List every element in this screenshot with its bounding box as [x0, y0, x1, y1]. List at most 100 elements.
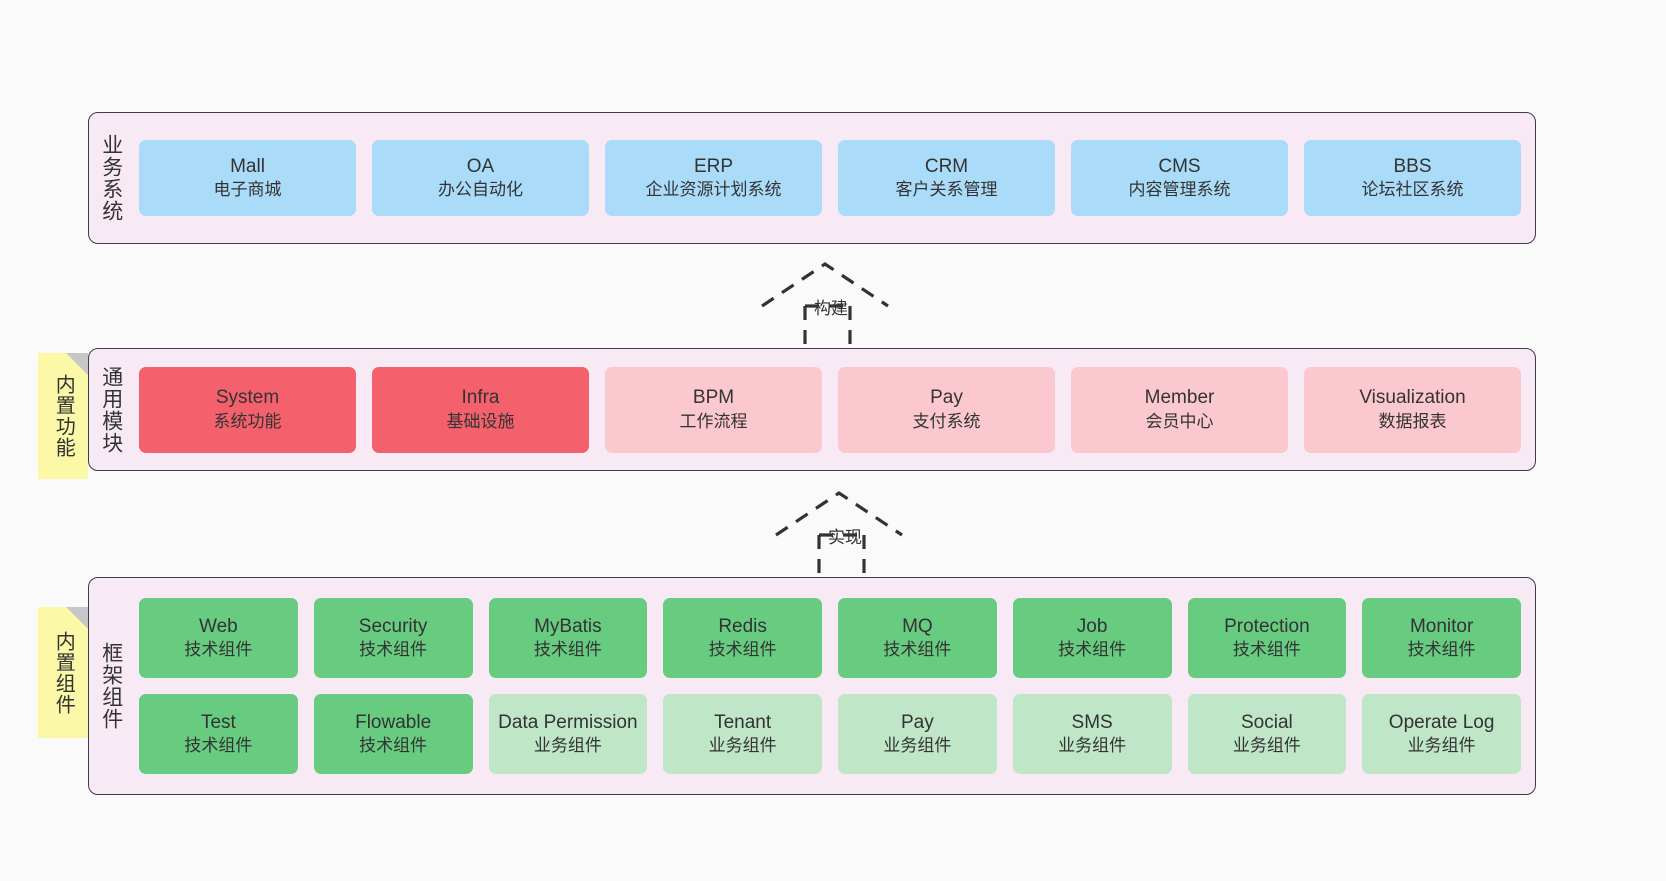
- node-monitor[interactable]: Monitor 技术组件: [1362, 598, 1521, 678]
- node-social[interactable]: Social 业务组件: [1187, 694, 1347, 774]
- node-title: Infra: [461, 387, 500, 409]
- node-subtitle: 电子商城: [213, 180, 282, 200]
- node-title: Visualization: [1359, 387, 1466, 409]
- node-title: Social: [1241, 711, 1293, 733]
- node-subtitle: 客户关系管理: [895, 180, 998, 200]
- connector-implement-arrow: [775, 491, 903, 577]
- node-row: Web 技术组件 Security 技术组件 MyBatis 技术组件 Redi…: [139, 598, 1521, 678]
- node-sms[interactable]: SMS 业务组件: [1012, 694, 1172, 774]
- node-flowable[interactable]: Flowable 技术组件: [313, 694, 473, 774]
- node-subtitle: 技术组件: [184, 736, 253, 756]
- node-job[interactable]: Job 技术组件: [1012, 598, 1172, 678]
- layer-title-framework-component: 框架组件: [99, 642, 123, 730]
- node-title: Pay: [901, 711, 934, 733]
- node-protection[interactable]: Protection 技术组件: [1187, 598, 1347, 678]
- node-oa[interactable]: OA 办公自动化: [372, 140, 589, 216]
- node-system[interactable]: System 系统功能: [139, 366, 356, 453]
- node-cms[interactable]: CMS 内容管理系统: [1071, 140, 1288, 216]
- node-row: Test 技术组件 Flowable 技术组件 Data Permission …: [139, 694, 1521, 774]
- node-pay-component[interactable]: Pay 业务组件: [838, 694, 997, 774]
- node-bpm[interactable]: BPM 工作流程: [605, 366, 822, 453]
- node-subtitle: 业务组件: [1058, 736, 1127, 756]
- node-subtitle: 业务组件: [533, 736, 602, 756]
- note-builtin-component: 内置组件: [38, 607, 88, 738]
- node-subtitle: 业务组件: [883, 736, 952, 756]
- node-subtitle: 技术组件: [1058, 640, 1127, 660]
- node-subtitle: 业务组件: [708, 736, 777, 756]
- note-label: 内置功能: [52, 374, 75, 458]
- layer-business-system: 业务系统 Mall 电子商城 OA 办公自动化 ERP 企业资源计划系统 CRM…: [88, 112, 1536, 244]
- note-label: 内置组件: [52, 630, 75, 715]
- node-visualization[interactable]: Visualization 数据报表: [1304, 366, 1521, 453]
- node-title: Web: [199, 615, 238, 637]
- node-title: MQ: [902, 615, 933, 637]
- connector-build-label: 构建: [814, 299, 848, 318]
- node-tenant[interactable]: Tenant 业务组件: [663, 694, 822, 774]
- node-infra[interactable]: Infra 基础设施: [372, 366, 589, 453]
- node-security[interactable]: Security 技术组件: [313, 598, 473, 678]
- node-subtitle: 企业资源计划系统: [645, 180, 782, 200]
- node-crm[interactable]: CRM 客户关系管理: [838, 140, 1055, 216]
- node-title: Pay: [930, 387, 963, 409]
- node-title: Tenant: [714, 711, 772, 733]
- node-member[interactable]: Member 会员中心: [1071, 366, 1288, 453]
- node-mybatis[interactable]: MyBatis 技术组件: [488, 598, 648, 678]
- node-subtitle: 支付系统: [912, 411, 981, 431]
- node-title: Protection: [1224, 615, 1310, 637]
- node-subtitle: 技术组件: [708, 640, 777, 660]
- note-fold-corner-icon: [66, 607, 88, 629]
- node-test[interactable]: Test 技术组件: [139, 694, 298, 774]
- node-title: System: [215, 387, 280, 409]
- node-web[interactable]: Web 技术组件: [139, 598, 298, 678]
- layer-common-module: 通用模块 System 系统功能 Infra 基础设施 BPM 工作流程 Pay…: [88, 348, 1536, 471]
- node-title: Test: [200, 711, 236, 733]
- node-bbs[interactable]: BBS 论坛社区系统: [1304, 140, 1521, 216]
- node-erp[interactable]: ERP 企业资源计划系统: [605, 140, 822, 216]
- node-title: OA: [466, 155, 495, 177]
- layer-title-business-system: 业务系统: [99, 134, 123, 222]
- node-title: Mall: [230, 155, 265, 177]
- node-subtitle: 系统功能: [213, 411, 282, 431]
- node-title: MyBatis: [534, 615, 602, 637]
- node-subtitle: 会员中心: [1145, 411, 1214, 431]
- node-title: BBS: [1393, 155, 1432, 177]
- layer-framework-component: 框架组件 Web 技术组件 Security 技术组件 MyBatis 技术组件…: [88, 577, 1536, 795]
- node-redis[interactable]: Redis 技术组件: [663, 598, 822, 678]
- node-subtitle: 基础设施: [446, 411, 515, 431]
- node-pay-module[interactable]: Pay 支付系统: [838, 366, 1055, 453]
- node-title: Operate Log: [1388, 711, 1495, 733]
- node-subtitle: 业务组件: [1407, 736, 1476, 756]
- layer-body-business-system: Mall 电子商城 OA 办公自动化 ERP 企业资源计划系统 CRM 客户关系…: [133, 113, 1535, 243]
- node-subtitle: 技术组件: [359, 640, 428, 660]
- node-mq[interactable]: MQ 技术组件: [838, 598, 997, 678]
- note-builtin-feature: 内置功能: [38, 353, 88, 479]
- connector-implement-label: 实现: [828, 528, 862, 547]
- node-row: Mall 电子商城 OA 办公自动化 ERP 企业资源计划系统 CRM 客户关系…: [139, 140, 1521, 216]
- node-title: SMS: [1071, 711, 1113, 733]
- node-row: System 系统功能 Infra 基础设施 BPM 工作流程 Pay 支付系统…: [139, 366, 1521, 453]
- node-subtitle: 工作流程: [679, 411, 748, 431]
- node-title: Flowable: [355, 711, 432, 733]
- node-data-permission[interactable]: Data Permission 业务组件: [488, 694, 648, 774]
- node-title: CRM: [924, 155, 969, 177]
- layer-title-common-module: 通用模块: [99, 365, 123, 454]
- layer-body-common-module: System 系统功能 Infra 基础设施 BPM 工作流程 Pay 支付系统…: [133, 349, 1535, 470]
- node-title: Data Permission: [498, 711, 638, 733]
- node-subtitle: 办公自动化: [438, 180, 523, 200]
- node-title: ERP: [693, 155, 734, 177]
- node-subtitle: 论坛社区系统: [1361, 180, 1464, 200]
- node-title: Member: [1144, 387, 1215, 409]
- node-title: Monitor: [1409, 615, 1474, 637]
- node-title: Redis: [718, 615, 767, 637]
- node-mall[interactable]: Mall 电子商城: [139, 140, 356, 216]
- node-subtitle: 技术组件: [883, 640, 952, 660]
- node-subtitle: 技术组件: [184, 640, 253, 660]
- connector-build: 构建: [758, 258, 908, 350]
- connector-build-arrow: [761, 262, 889, 348]
- node-subtitle: 内容管理系统: [1128, 180, 1231, 200]
- layer-body-framework-component: Web 技术组件 Security 技术组件 MyBatis 技术组件 Redi…: [133, 578, 1535, 794]
- node-operate-log[interactable]: Operate Log 业务组件: [1362, 694, 1521, 774]
- node-title: CMS: [1158, 155, 1201, 177]
- note-fold-corner-icon: [66, 353, 88, 375]
